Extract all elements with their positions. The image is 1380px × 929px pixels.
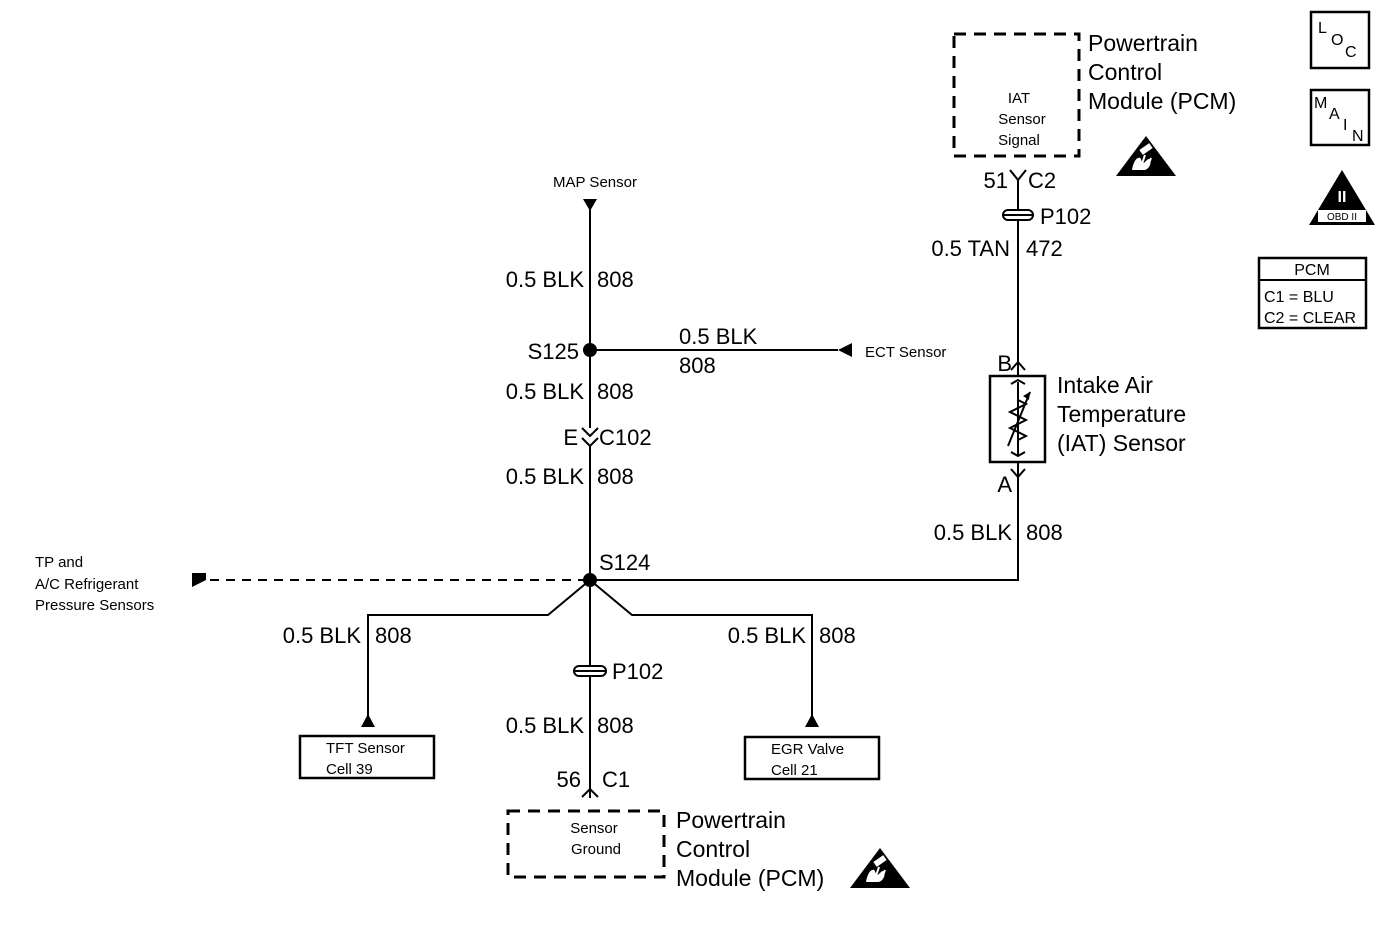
c102-male-icon — [581, 427, 599, 438]
svg-text:L: L — [1318, 20, 1327, 37]
c102-name: C102 — [599, 425, 652, 450]
pcm-bottom-title-3: Module (PCM) — [676, 865, 824, 891]
connector-c102: E C102 0.5 BLK 808 — [506, 425, 652, 580]
pcm-top-title-3: Module (PCM) — [1088, 88, 1236, 114]
c102-pin: E — [563, 425, 578, 450]
pcm-top-signal-1: IAT — [1008, 90, 1030, 107]
c102-s124-circuit: 808 — [597, 464, 634, 489]
iat-ground-size: 0.5 BLK — [934, 520, 1013, 545]
map-sensor-label: MAP Sensor — [553, 174, 637, 191]
pcm-bottom-title-2: Control — [676, 836, 750, 862]
pcm-bottom-pin: 56 — [557, 767, 581, 792]
esd-warning-icon — [849, 847, 911, 889]
map-sensor-trunk: MAP Sensor 0.5 BLK 808 — [506, 174, 637, 428]
iat-pin-b: B — [997, 351, 1012, 376]
pcm-legend-header: PCM — [1294, 262, 1330, 279]
ect-wire-circuit: 808 — [679, 353, 716, 378]
egr-wire-circuit: 808 — [819, 623, 856, 648]
pcm-top-signal-3: Signal — [998, 132, 1040, 149]
tft-box-line-1: TFT Sensor — [326, 740, 405, 757]
p102-top-label: P102 — [1040, 204, 1091, 229]
iat-ground-circuit: 808 — [1026, 520, 1063, 545]
tft-box-line-2: Cell 39 — [326, 761, 373, 778]
pcm-top-box — [952, 32, 1081, 158]
pcm-bottom: 56 C1 Sensor Ground Powertrain Control M… — [506, 767, 911, 891]
pcm-bottom-signal-1: Sensor — [570, 820, 618, 837]
ect-wire-size: 0.5 BLK — [679, 324, 758, 349]
splice-s124-label: S124 — [599, 550, 650, 575]
tft-wire-size: 0.5 BLK — [283, 623, 362, 648]
splice-s125: S125 0.5 BLK 808 ECT Sensor 0.5 BLK 808 — [506, 324, 947, 404]
p102-top: P102 0.5 TAN 472 — [931, 180, 1091, 365]
svg-text:O: O — [1331, 32, 1343, 49]
svg-text:N: N — [1352, 128, 1364, 145]
pcm-top-signal-2: Sensor — [998, 111, 1046, 128]
iat-pin-a: A — [997, 472, 1012, 497]
main-icon[interactable]: M A I N — [1309, 88, 1371, 147]
pcm-top: IAT Sensor Signal Powertrain Control Mod… — [952, 30, 1236, 193]
ect-sensor-label: ECT Sensor — [865, 344, 946, 361]
tft-sensor-box — [298, 734, 436, 780]
s125-c102-circuit: 808 — [597, 379, 634, 404]
svg-text:I: I — [1343, 117, 1347, 134]
c102-s124-size: 0.5 BLK — [506, 464, 585, 489]
pcm-bottom-connector: C1 — [602, 767, 630, 792]
svg-text:M: M — [1314, 95, 1327, 112]
tp-ac-arrow-icon — [192, 573, 206, 587]
s125-c102-size: 0.5 BLK — [506, 379, 585, 404]
iat-name-2: Temperature — [1057, 401, 1186, 427]
pcm-ground-size: 0.5 BLK — [506, 713, 585, 738]
obd-ii-icon: II OBD II — [1309, 170, 1375, 225]
iat-ground-wire: 0.5 BLK 808 — [590, 477, 1063, 581]
egr-arrow-icon — [805, 714, 819, 727]
iat-name-1: Intake Air — [1057, 372, 1153, 398]
egr-box-line-2: Cell 21 — [771, 762, 818, 779]
p102-bottom-label: P102 — [612, 659, 663, 684]
iat-signal-circuit: 472 — [1026, 236, 1063, 261]
pcm-legend-row-c1: C1 = BLU — [1264, 289, 1334, 306]
tft-branch: 0.5 BLK 808 TFT Sensor Cell 39 — [283, 579, 591, 780]
thermistor-icon — [1007, 378, 1031, 458]
svg-text:A: A — [1329, 106, 1340, 123]
ect-arrow-icon — [838, 343, 852, 357]
map-wire-circuit: 808 — [597, 267, 634, 292]
iat-name-3: (IAT) Sensor — [1057, 430, 1186, 456]
pcm-ground-wire: P102 0.5 BLK 808 — [506, 580, 663, 798]
connector-c1-icon — [581, 787, 599, 798]
svg-text:OBD II: OBD II — [1327, 212, 1357, 223]
map-wire-size: 0.5 BLK — [506, 267, 585, 292]
egr-valve-box — [743, 735, 881, 781]
splice-s124: S124 TP and A/C Refrigerant Pressure Sen… — [35, 550, 650, 614]
egr-branch: 0.5 BLK 808 EGR Valve Cell 21 — [589, 579, 881, 781]
connector-c2-icon — [1009, 169, 1027, 182]
pcm-bottom-box — [506, 809, 666, 879]
loc-icon[interactable]: L O C — [1309, 10, 1371, 70]
egr-box-line-1: EGR Valve — [771, 741, 844, 758]
pcm-legend-row-c2: C2 = CLEAR — [1264, 310, 1356, 327]
tft-arrow-icon — [361, 714, 375, 727]
pcm-top-connector: C2 — [1028, 168, 1056, 193]
tp-ac-label-1: TP and — [35, 554, 83, 571]
pcm-bottom-signal-2: Ground — [571, 841, 621, 858]
tp-ac-label-2: A/C Refrigerant — [35, 576, 139, 593]
svg-text:C: C — [1345, 44, 1357, 61]
pcm-top-title-1: Powertrain — [1088, 30, 1198, 56]
tft-wire-circuit: 808 — [375, 623, 412, 648]
pcm-bottom-title-1: Powertrain — [676, 807, 786, 833]
egr-wire-size: 0.5 BLK — [728, 623, 807, 648]
splice-s125-label: S125 — [528, 339, 579, 364]
tp-ac-label-3: Pressure Sensors — [35, 597, 154, 614]
esd-warning-icon — [1115, 135, 1177, 177]
iat-signal-size: 0.5 TAN — [931, 236, 1010, 261]
pcm-top-pin: 51 — [984, 168, 1008, 193]
iat-sensor: B A Intake Air Temperature (IAT) Sensor — [988, 351, 1186, 497]
pcm-top-title-2: Control — [1088, 59, 1162, 85]
pcm-ground-circuit: 808 — [597, 713, 634, 738]
c102-female-icon — [581, 437, 599, 448]
svg-text:II: II — [1338, 189, 1347, 206]
pcm-connector-legend: PCM C1 = BLU C2 = CLEAR — [1257, 256, 1368, 330]
